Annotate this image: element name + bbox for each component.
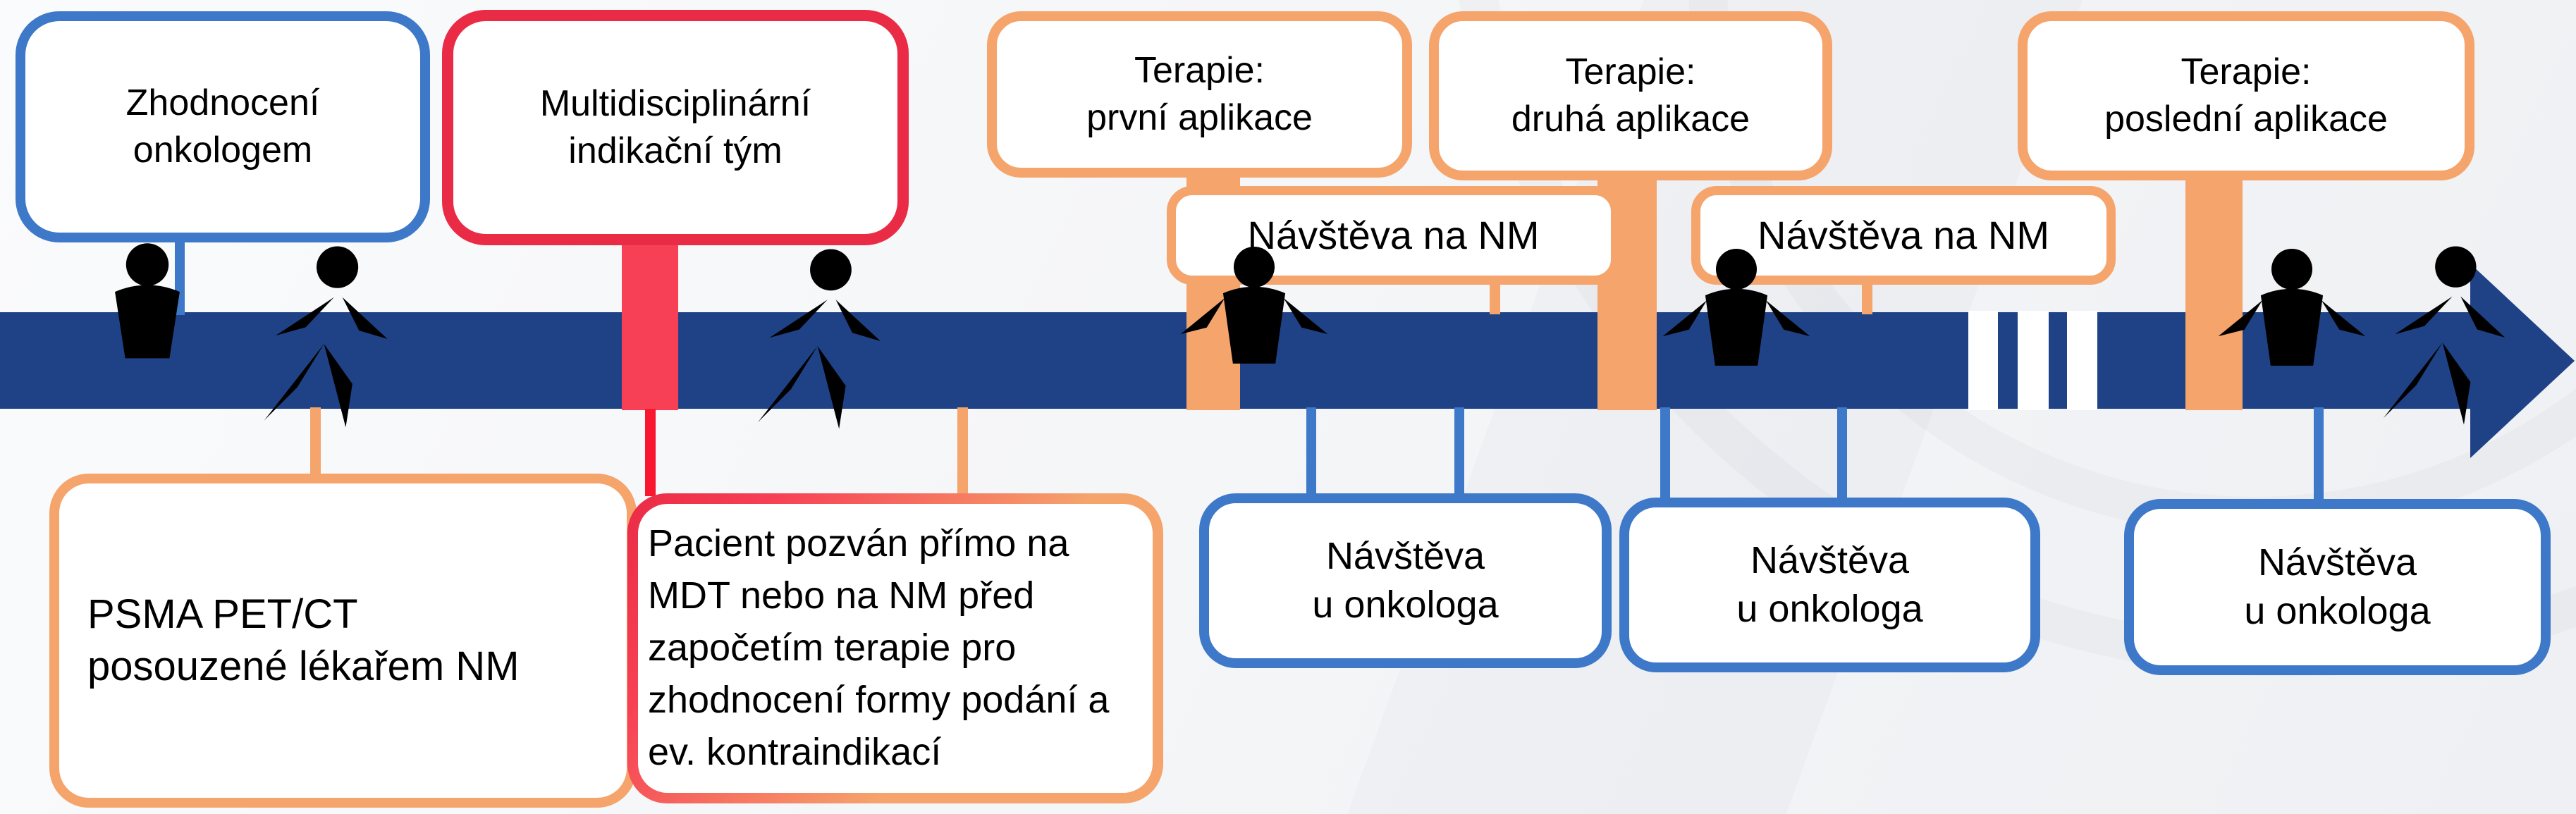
connector-terapie3-wide xyxy=(2185,156,2243,410)
person-walking-icon xyxy=(264,246,388,428)
callout-navsteva-na-nm-2: Návštěva na NM xyxy=(1691,186,2116,285)
timeline-break-gap xyxy=(1968,311,1998,410)
callout-terapie-prvni: Terapie: první aplikace xyxy=(987,11,1412,178)
callout-mdt-tym: Multidisciplinární indikační tým xyxy=(442,10,909,245)
connector-onko1-left xyxy=(1306,407,1316,498)
timeline-break-gap xyxy=(2018,311,2049,410)
timeline-arrow-icon xyxy=(2470,264,2575,458)
callout-zhodnoceni-onkologem: Zhodnocení onkologem xyxy=(16,11,430,242)
connector-onko1-right xyxy=(1454,407,1464,498)
connector-mdt-to-pacient xyxy=(645,409,656,496)
callout-terapie-druha: Terapie: druhá aplikace xyxy=(1429,11,1832,180)
callout-psma-petct: PSMA PET/CT posouzené lékařem NM xyxy=(49,474,637,808)
connector-timeline-to-pacient xyxy=(957,407,968,496)
person-walking-icon xyxy=(758,249,881,429)
connector-mdt-wide xyxy=(622,218,678,410)
callout-terapie-posledni: Terapie: poslední aplikace xyxy=(2018,11,2474,180)
callout-pacient-pozvan-text: Pacient pozván přímo na MDT nebo na NM p… xyxy=(638,504,1153,793)
person-standing-icon xyxy=(108,243,187,433)
connector-onko3 xyxy=(2314,407,2324,503)
timeline-break-gap xyxy=(2067,311,2097,410)
person-arms-out-icon xyxy=(2218,248,2366,433)
callout-navsteva-u-onkologa-1: Návštěva u onkologa xyxy=(1199,493,1612,668)
callout-pacient-pozvan: Pacient pozván přímo na MDT nebo na NM p… xyxy=(627,493,1163,803)
connector-onko2-left xyxy=(1660,407,1670,502)
person-arms-out-icon xyxy=(1662,248,1810,433)
person-walking-icon xyxy=(2383,246,2506,425)
person-arms-out-icon xyxy=(1180,246,1328,431)
connector-psma xyxy=(310,407,321,476)
callout-navsteva-u-onkologa-3: Návštěva u onkologa xyxy=(2124,499,2551,675)
callout-navsteva-u-onkologa-2: Návštěva u onkologa xyxy=(1619,498,2040,672)
connector-onko2-right xyxy=(1837,407,1847,502)
